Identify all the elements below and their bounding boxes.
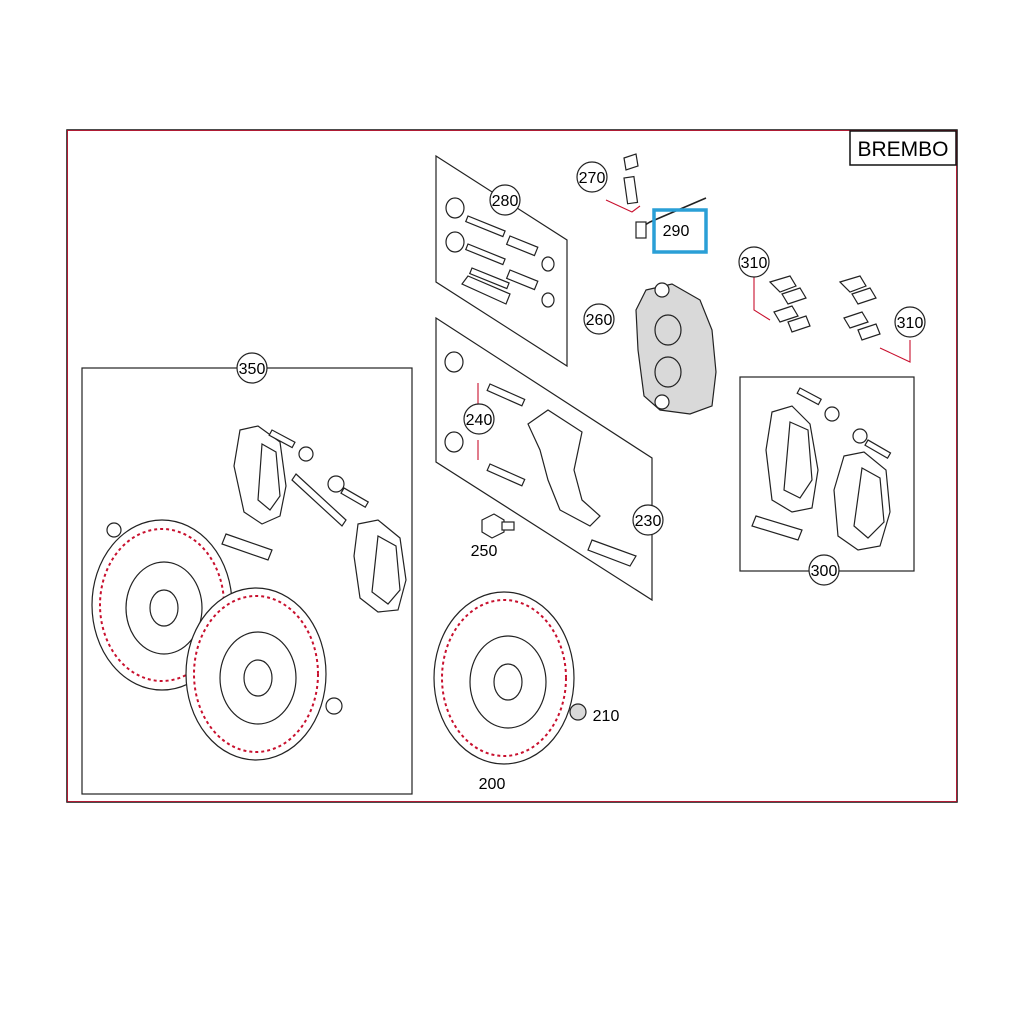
brand-label-text: BREMBO: [857, 138, 948, 161]
callout-260-label: 260: [586, 312, 613, 329]
callout-270-label: 270: [579, 170, 606, 187]
callout-200[interactable]: 200: [479, 776, 506, 793]
brand-label: BREMBO: [849, 130, 957, 166]
clips-310: [753, 275, 911, 363]
callout-310-left-label: 310: [741, 255, 768, 272]
callout-350-label: 350: [239, 361, 266, 378]
callout-300-label: 300: [811, 563, 838, 580]
callout-300[interactable]: 300: [808, 554, 840, 586]
callout-310-right-label: 310: [897, 315, 924, 332]
callout-240[interactable]: 240: [463, 403, 495, 435]
bleeder-270: [605, 153, 641, 213]
callout-310-right[interactable]: 310: [894, 306, 926, 338]
bolt-250: [481, 513, 515, 539]
callout-210[interactable]: 210: [593, 708, 620, 725]
callout-290-label: 290: [663, 223, 690, 240]
callout-310-left[interactable]: 310: [738, 246, 770, 278]
callout-240-label: 240: [466, 412, 493, 429]
kit-350-group: [81, 367, 413, 795]
callout-250[interactable]: 250: [471, 543, 498, 560]
callout-290-highlighted[interactable]: 290: [652, 208, 708, 254]
callout-230[interactable]: 230: [632, 504, 664, 536]
kit-240-230-group: [435, 316, 653, 602]
disc-200: [433, 591, 587, 765]
callout-230-label: 230: [635, 513, 662, 530]
pad-kit-300-group: [739, 376, 915, 572]
callout-260[interactable]: 260: [583, 303, 615, 335]
kit-280-group: [435, 154, 568, 368]
callout-350[interactable]: 350: [236, 352, 268, 384]
wear-sensor-290: [635, 197, 707, 239]
callout-280[interactable]: 280: [489, 184, 521, 216]
callout-270[interactable]: 270: [576, 161, 608, 193]
callout-280-label: 280: [492, 193, 519, 210]
caliper-260: [635, 282, 717, 415]
